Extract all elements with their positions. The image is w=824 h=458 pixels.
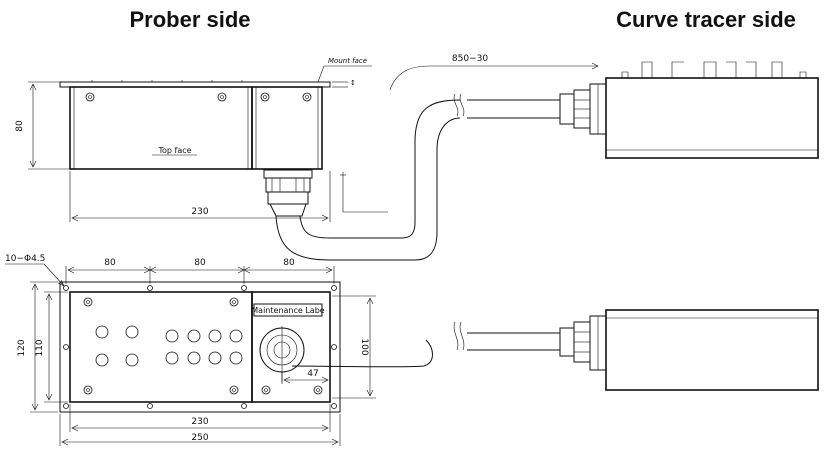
mount-hole-icon [241, 403, 247, 409]
mount-face-label: Mount face [328, 57, 367, 65]
top-box-right [251, 291, 331, 403]
dim-overall-height: 120 [17, 339, 27, 356]
prober-side-view: Top face Mount face ↕ 80 230 [15, 57, 388, 222]
connector-hole-icon [208, 351, 222, 365]
mount-hole-icon [147, 285, 153, 291]
dim-side-height: 80 [15, 120, 25, 132]
dim-cable-length: 850−30 [452, 54, 488, 64]
connector-hole-icon [165, 329, 179, 343]
mount-hole-icon [63, 403, 69, 409]
screw-icon [261, 385, 271, 395]
connector-hole-icon [187, 351, 201, 365]
connector-hole-icon [95, 353, 109, 367]
svg-text:↕: ↕ [350, 79, 356, 87]
curve-tracer-connector-bottom [559, 309, 819, 391]
connector-hole-icon [208, 329, 222, 343]
connector-hole-icon [187, 329, 201, 343]
connector-body [605, 77, 819, 159]
mount-hole-icon [331, 344, 337, 350]
connector-hole-icon [125, 353, 139, 367]
mount-hole-icon [241, 285, 247, 291]
dim-inner-height: 110 [35, 339, 45, 356]
prober-top-view: Maintenance Labe 47 80 80 80 10−Φ4.5 [5, 254, 376, 446]
maintenance-label-box [253, 303, 323, 317]
gland-nut [263, 169, 313, 179]
cable-lower [291, 321, 560, 368]
connector-hole-icon [229, 329, 243, 343]
screw-icon [229, 385, 239, 395]
curve-tracer-connector-top [559, 61, 819, 159]
mount-hole-icon [63, 344, 69, 350]
screw-icon [229, 297, 239, 307]
dim-top-pitch-2: 80 [194, 258, 206, 268]
connector-hole-icon [229, 351, 243, 365]
screw-icon [260, 92, 270, 102]
connector-hole-icon [165, 351, 179, 365]
dim-right-height: 100 [359, 338, 369, 355]
screw-icon [302, 92, 312, 102]
mount-hole-icon [63, 285, 69, 291]
dim-top-pitch-3: 80 [283, 258, 295, 268]
curve-tracer-side-heading: Curve tracer side [616, 7, 796, 32]
screw-icon [85, 92, 95, 102]
screw-icon [217, 92, 227, 102]
mount-hole-icon [331, 403, 337, 409]
connector-hole-icon [95, 325, 109, 339]
top-plate [59, 281, 341, 413]
hole-spec-label: 10−Φ4.5 [5, 254, 45, 264]
dim-top-pitch-1: 80 [104, 258, 116, 268]
cable-upper [275, 93, 560, 261]
top-box-left [69, 291, 253, 403]
cable-length-dimension [389, 65, 598, 91]
screw-icon [83, 385, 93, 395]
prober-side-heading: Prober side [129, 7, 250, 32]
screw-icon [83, 297, 93, 307]
maintenance-label: Maintenance Labe [251, 306, 325, 315]
side-box-right [251, 86, 323, 170]
mount-hole-icon [147, 403, 153, 409]
gland-body [265, 177, 311, 193]
connector-hole-icon [125, 325, 139, 339]
dim-offset: 47 [307, 369, 318, 379]
connector-body [605, 309, 819, 391]
screw-icon [313, 385, 323, 395]
dim-side-width: 230 [191, 207, 208, 217]
top-face-label: Top face [157, 146, 191, 155]
dim-overall-width: 250 [191, 433, 208, 443]
dim-body-width: 230 [191, 417, 208, 427]
mount-hole-icon [331, 285, 337, 291]
